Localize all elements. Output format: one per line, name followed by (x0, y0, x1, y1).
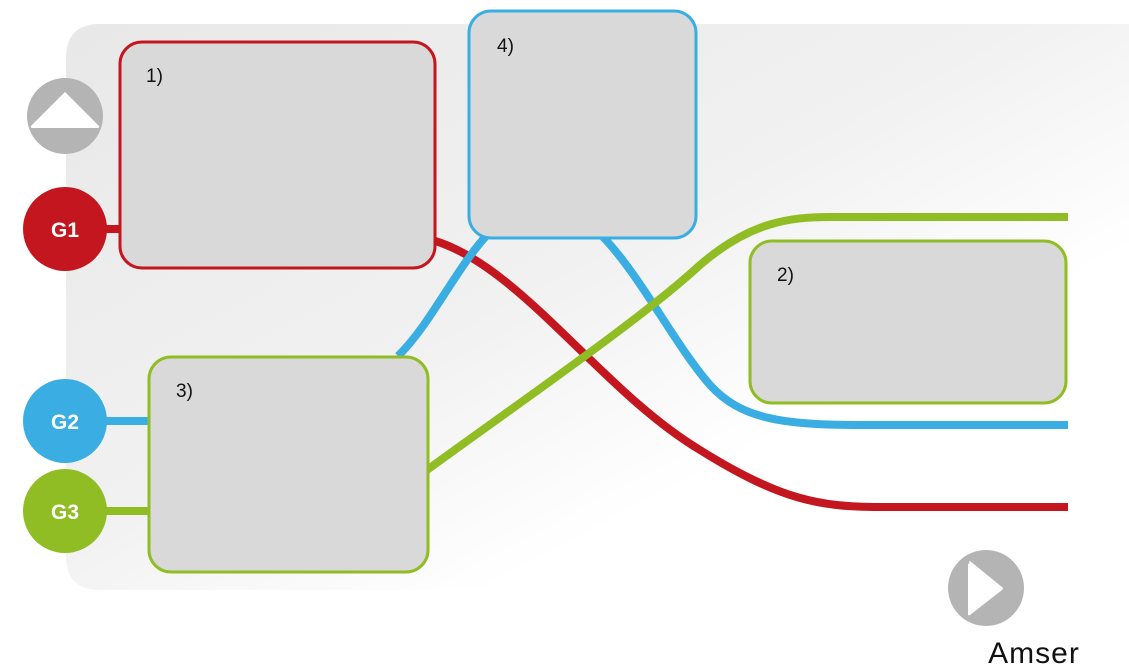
g1-flow-line (430, 236, 1068, 511)
g2-flow-line (600, 234, 1068, 429)
time-axis-label: Amser (988, 637, 1080, 667)
play-arrow-icon[interactable] (948, 550, 1024, 626)
group-badge-g1-label: G1 (51, 219, 79, 242)
connector-lines (104, 213, 1068, 515)
group-badge-g2-label: G2 (51, 411, 79, 434)
box-3: 3) (147, 355, 430, 574)
box-1: 1) (118, 40, 437, 270)
box-3-label: 3) (176, 381, 193, 402)
group-badge-g2: G2 (23, 379, 107, 463)
box-2: 2) (748, 239, 1068, 405)
g2-box3-to-box4-line (395, 232, 490, 359)
box-4-label: 4) (497, 36, 514, 57)
group-badge-g1: G1 (23, 187, 107, 271)
group-badge-g3-label: G3 (51, 501, 79, 524)
group-badge-g3: G3 (23, 469, 107, 553)
box-1-label: 1) (146, 66, 163, 87)
up-triangle-icon[interactable] (27, 78, 103, 154)
box-2-label: 2) (777, 265, 794, 286)
g3-flow-line (424, 213, 1068, 474)
box-4: 4) (467, 9, 698, 240)
